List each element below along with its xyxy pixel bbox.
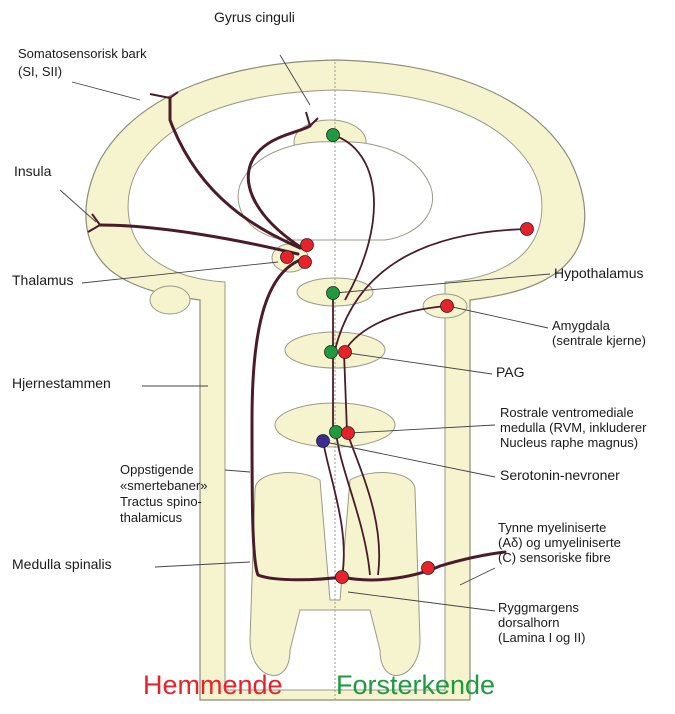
label-amygdala-2: (sentrale kjerne) bbox=[552, 333, 646, 348]
label-pag: PAG bbox=[496, 365, 525, 380]
serotonin-node bbox=[317, 435, 330, 448]
label-amygdala: Amygdala bbox=[552, 318, 610, 333]
label-medulla-spinalis: Medulla spinalis bbox=[12, 557, 112, 572]
label-hjernestammen: Hjernestammen bbox=[12, 376, 111, 391]
label-fibre-2: (Aδ) og umyeliniserte bbox=[498, 535, 621, 550]
label-fibre-3: (C) sensoriske fibre bbox=[498, 550, 611, 565]
legend-facilitating: Forsterkende bbox=[336, 670, 495, 700]
peripheral-node bbox=[422, 562, 435, 575]
label-rvm-3: Nucleus raphe magnus) bbox=[500, 435, 638, 450]
thalamus-node-2 bbox=[281, 251, 294, 264]
dorsal-horn-node bbox=[336, 571, 349, 584]
label-oppstigende: Oppstigende bbox=[120, 462, 194, 477]
pag-facilitating-node bbox=[325, 346, 338, 359]
gyrus-cinguli-node bbox=[327, 129, 340, 142]
label-thalamus: Thalamus bbox=[12, 273, 73, 288]
label-tractus-spino: Tractus spino- bbox=[120, 494, 202, 509]
rvm-inhibitory-node bbox=[342, 427, 355, 440]
label-thalamicus: thalamicus bbox=[120, 510, 182, 525]
label-rvm-2: medulla (RVM, inkluderer bbox=[500, 420, 646, 435]
label-dorsalhorn: Ryggmargens bbox=[498, 600, 579, 615]
rvm-region bbox=[275, 403, 395, 447]
label-somatosensorisk-bark-2: (SI, SII) bbox=[18, 64, 62, 79]
label-dorsalhorn-2: dorsalhorn bbox=[498, 615, 559, 630]
rvm-facilitating-node bbox=[330, 426, 343, 439]
label-hypothalamus: Hypothalamus bbox=[554, 266, 644, 281]
left-temporal-region bbox=[150, 286, 190, 314]
label-smertebaner: «smertebaner» bbox=[120, 478, 207, 493]
label-rvm: Rostrale ventromediale bbox=[500, 405, 634, 420]
label-serotonin: Serotonin-nevroner bbox=[500, 468, 620, 483]
thalamus-node-3 bbox=[299, 256, 312, 269]
amygdala-node bbox=[441, 300, 454, 313]
label-gyrus-cinguli: Gyrus cinguli bbox=[214, 10, 295, 25]
pag-inhibitory-node bbox=[339, 346, 352, 359]
cortex-right-node bbox=[521, 223, 534, 236]
hypothalamus-node bbox=[327, 287, 340, 300]
thalamus-node-1 bbox=[301, 239, 314, 252]
legend-inhibitory: Hemmende bbox=[143, 670, 283, 700]
label-somatosensorisk-bark: Somatosensorisk bark bbox=[18, 46, 147, 61]
label-fibre: Tynne myeliniserte bbox=[498, 520, 606, 535]
label-insula: Insula bbox=[14, 164, 51, 179]
label-dorsalhorn-3: (Lamina I og II) bbox=[498, 630, 585, 645]
